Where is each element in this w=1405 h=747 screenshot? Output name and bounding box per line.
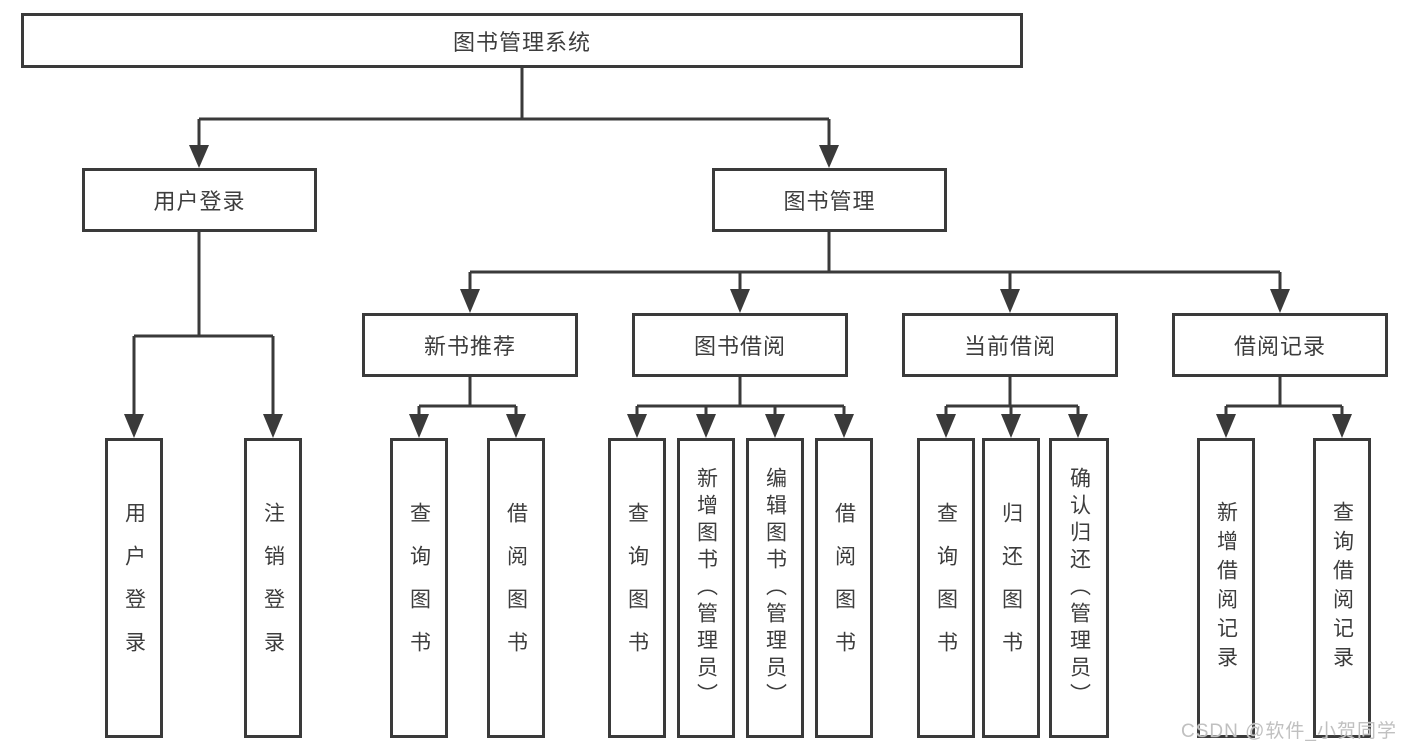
leaf-add-borrow-record: 新增借阅记录 [1197, 438, 1255, 738]
leaf-query-books-borrow: 查询图书 [608, 438, 666, 738]
leaf-add-books-admin: 新增图书（管理员） [677, 438, 735, 738]
leaf-confirm-return-admin: 确认归还（管理员） [1049, 438, 1109, 738]
node-book-borrow: 图书借阅 [632, 313, 848, 377]
node-borrow-records: 借阅记录 [1172, 313, 1388, 377]
leaf-user-login: 用户登录 [105, 438, 163, 738]
node-book-management: 图书管理 [712, 168, 947, 232]
leaf-logout-label: 注销登录 [261, 502, 285, 674]
leaf-query-books-current: 查询图书 [917, 438, 975, 738]
connector-root-to-level2 [189, 68, 839, 168]
node-new-book-recommend: 新书推荐 [362, 313, 578, 377]
leaf-query-borrow-record-label: 查询借阅记录 [1330, 501, 1354, 675]
connector-new-book-children [409, 377, 526, 438]
leaf-logout: 注销登录 [244, 438, 302, 738]
leaf-query-books-recommend-label: 查询图书 [407, 502, 431, 674]
leaf-query-books-recommend: 查询图书 [390, 438, 448, 738]
csdn-watermark: CSDN @软件_小贺同学 [1181, 721, 1397, 742]
leaf-return-books-label: 归还图书 [999, 502, 1023, 674]
leaf-add-books-admin-label: 新增图书（管理员） [694, 466, 718, 710]
connector-borrow-records-children [1216, 377, 1352, 438]
leaf-return-books: 归还图书 [982, 438, 1040, 738]
leaf-query-books-borrow-label: 查询图书 [625, 502, 649, 674]
leaf-confirm-return-admin-label: 确认归还（管理员） [1067, 466, 1091, 710]
node-user-login: 用户登录 [82, 168, 317, 232]
leaf-query-borrow-record: 查询借阅记录 [1313, 438, 1371, 738]
node-library-management-system: 图书管理系统 [21, 13, 1023, 68]
connector-current-borrow-children [936, 377, 1088, 438]
leaf-user-login-label: 用户登录 [122, 502, 146, 674]
leaf-borrow-books-label: 借阅图书 [832, 502, 856, 674]
leaf-edit-books-admin-label: 编辑图书（管理员） [763, 466, 787, 710]
leaf-edit-books-admin: 编辑图书（管理员） [746, 438, 804, 738]
connector-user-login-children [124, 232, 283, 438]
connector-book-borrow-children [627, 377, 854, 438]
connector-book-management-children [460, 232, 1290, 313]
leaf-borrow-books-recommend-label: 借阅图书 [504, 502, 528, 674]
leaf-borrow-books: 借阅图书 [815, 438, 873, 738]
leaf-query-books-current-label: 查询图书 [934, 502, 958, 674]
leaf-borrow-books-recommend: 借阅图书 [487, 438, 545, 738]
leaf-add-borrow-record-label: 新增借阅记录 [1214, 501, 1238, 675]
node-current-borrow: 当前借阅 [902, 313, 1118, 377]
